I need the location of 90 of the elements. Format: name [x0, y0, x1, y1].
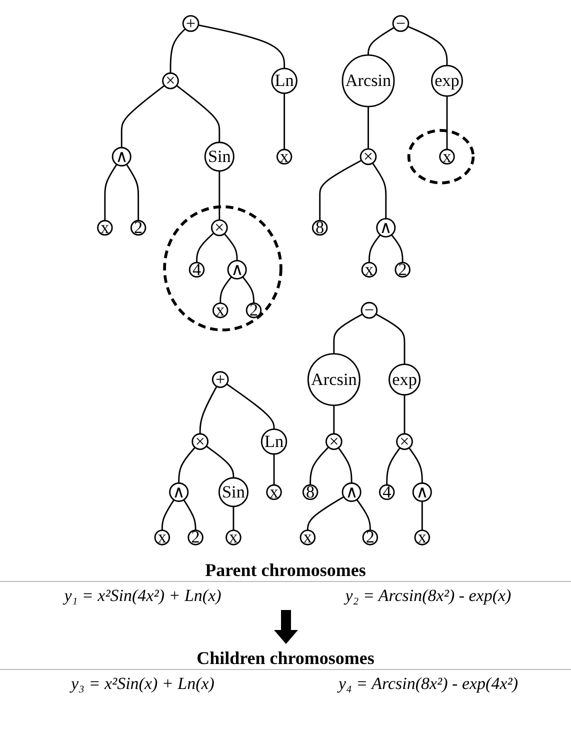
formula: y₂ = Arcsin(8x²) - exp(x) [342, 586, 512, 606]
node-circle: Arcsin [307, 352, 360, 406]
connector [170, 28, 186, 73]
connector [338, 446, 352, 483]
node-circle: x [300, 529, 316, 545]
node-circle: Arcsin [342, 54, 395, 107]
node-circle: ∧ [342, 482, 362, 502]
node-circle: 2 [362, 529, 378, 545]
node-circle: 2 [394, 261, 410, 278]
formula: y₄ = Arcsin(8x²) - exp(4x²) [336, 674, 520, 694]
node-circle: 8 [312, 219, 328, 236]
connector [386, 446, 401, 484]
connector [408, 446, 423, 483]
node-circle: × [326, 432, 342, 450]
connector [183, 498, 196, 530]
node-circle: × [210, 218, 228, 236]
connector [206, 445, 234, 478]
node-circle: x [226, 529, 242, 545]
node-circle: ∧ [112, 146, 132, 166]
node-circle: + [182, 14, 200, 32]
node-circle: exp [431, 64, 463, 96]
connector [284, 92, 286, 150]
node-circle: x [276, 148, 292, 164]
connector [232, 506, 234, 530]
connector [368, 234, 381, 262]
connector [224, 232, 238, 260]
node-circle: − [392, 14, 410, 32]
node-circle: 8 [302, 484, 318, 500]
connector [226, 382, 275, 429]
connector [319, 159, 362, 220]
connector [199, 386, 218, 434]
node-circle: 4 [379, 484, 395, 500]
section-heading: Children chromosomes [0, 648, 571, 670]
node-circle: Sin [204, 141, 234, 172]
connector [446, 96, 448, 150]
connector [306, 496, 344, 530]
node-circle: Ln [271, 67, 298, 94]
formula: y₃ = x²Sin(x) + Ln(x) [68, 674, 216, 694]
node-circle: 2 [188, 529, 204, 545]
node-circle: × [192, 432, 208, 450]
node-circle: × [162, 72, 179, 89]
connector [273, 454, 275, 484]
connector [220, 276, 232, 303]
node-circle: x [154, 529, 170, 545]
connector [372, 162, 387, 218]
node-circle: x [439, 148, 455, 164]
connector [218, 170, 220, 220]
connector [176, 84, 220, 142]
node-circle: x [212, 302, 228, 318]
connector [391, 234, 404, 262]
node-circle: ∧ [412, 482, 432, 502]
node-circle: 2 [246, 302, 262, 318]
node-circle: 4 [188, 261, 205, 278]
node-circle: Ln [260, 428, 288, 454]
node-circle: x [414, 529, 430, 545]
node-circle: x [361, 261, 378, 278]
node-circle: ∧ [169, 482, 189, 502]
node-circle: x [97, 219, 113, 236]
connector [368, 106, 369, 148]
connector [356, 498, 371, 530]
node-circle: + [212, 370, 229, 388]
node-circle: × [396, 432, 413, 450]
connector [104, 163, 118, 220]
node-circle: x [266, 484, 282, 500]
connector [126, 163, 140, 220]
connector [408, 25, 448, 66]
connector [333, 404, 335, 434]
connector [178, 446, 196, 483]
connector [404, 394, 406, 434]
connector [421, 500, 423, 530]
connector [242, 276, 254, 303]
connector [333, 312, 363, 354]
connector [310, 446, 330, 484]
formula: y₁ = x²Sin(4x²) + Ln(x) [62, 586, 222, 606]
connector [198, 24, 286, 68]
node-circle: × [360, 148, 377, 165]
connector [196, 232, 214, 262]
connector [161, 498, 175, 530]
connector [120, 84, 165, 148]
section-heading: Parent chromosomes [0, 560, 571, 582]
node-circle: 2 [130, 219, 146, 236]
node-circle: − [360, 301, 378, 318]
cluster [407, 128, 475, 184]
node-circle: exp [388, 363, 420, 396]
cluster [163, 204, 282, 331]
connector [376, 312, 406, 364]
node-circle: Sin [218, 476, 248, 507]
node-circle: ∧ [227, 259, 247, 279]
node-circle: ∧ [376, 217, 396, 238]
connector [368, 26, 395, 55]
